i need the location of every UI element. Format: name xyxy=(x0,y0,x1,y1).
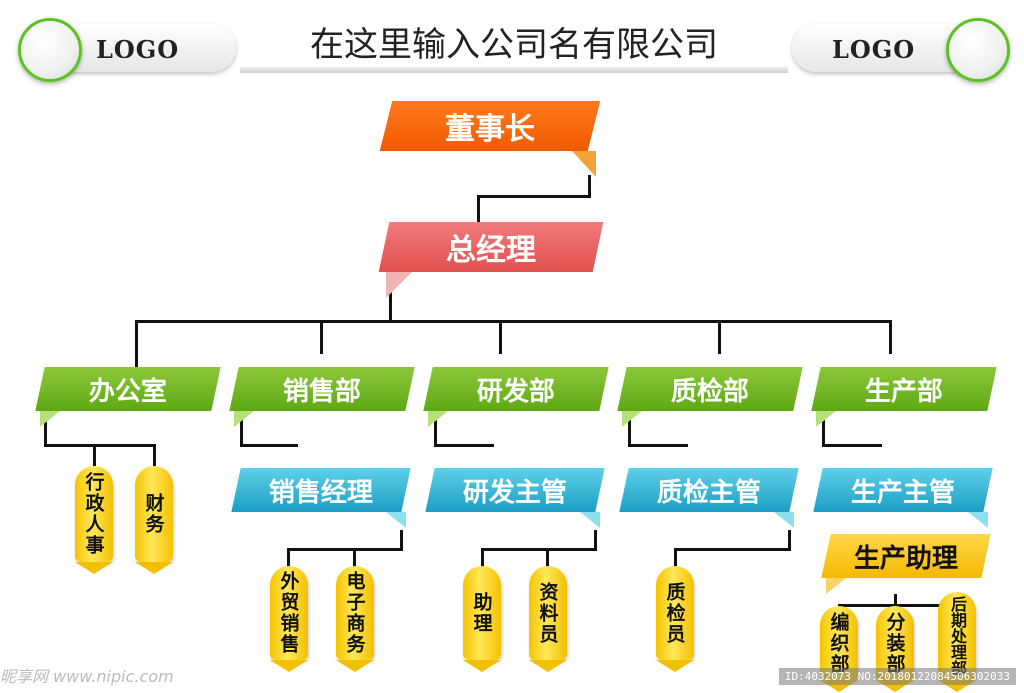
tag-assistant: 助理 xyxy=(463,566,501,672)
dept-sales-fold xyxy=(234,411,254,427)
dept-production: 生产部 xyxy=(811,367,997,411)
manager-sales: 销售经理 xyxy=(231,468,411,512)
dept-sales-label: 销售部 xyxy=(282,376,361,407)
manager-sales-label: 销售经理 xyxy=(268,477,373,508)
watermark-id: ID:4032073 NO:20180122084506302033 xyxy=(778,668,1016,685)
tag-post-processing: 后期处理部 xyxy=(938,592,976,692)
tag-hr: 行政人事 xyxy=(75,466,113,574)
dept-sales: 销售部 xyxy=(229,367,415,411)
logo-left-circle xyxy=(18,18,82,82)
dept-qc-fold xyxy=(622,411,642,427)
manager-rd-label: 研发主管 xyxy=(462,477,567,508)
dept-rd-label: 研发部 xyxy=(476,376,555,407)
dept-rd-fold xyxy=(428,411,448,427)
manager-production: 生产主管 xyxy=(813,468,993,512)
tag-finance: 财务 xyxy=(135,466,173,574)
dept-rd: 研发部 xyxy=(423,367,609,411)
manager-rd-fold xyxy=(580,512,600,528)
dept-office: 办公室 xyxy=(35,367,221,411)
production-assistant-fold xyxy=(826,578,846,594)
gm-fold xyxy=(386,272,412,298)
tag-inspector: 质检员 xyxy=(656,566,694,672)
manager-qc: 质检主管 xyxy=(619,468,799,512)
dept-office-label: 办公室 xyxy=(88,376,167,407)
chairman-label: 董事长 xyxy=(445,112,535,147)
tag-foreign-sales: 外贸销售 xyxy=(270,566,308,672)
manager-rd: 研发主管 xyxy=(425,468,605,512)
manager-qc-fold xyxy=(774,512,794,528)
production-assistant: 生产助理 xyxy=(821,534,991,578)
production-assistant-label: 生产助理 xyxy=(853,543,958,574)
gm-box: 总经理 xyxy=(378,222,604,272)
watermark-site: 昵享网 www.nipic.com xyxy=(0,667,174,686)
chairman-fold xyxy=(572,151,596,177)
dept-production-fold xyxy=(816,411,836,427)
dept-qc-label: 质检部 xyxy=(670,376,749,407)
tag-archivist: 资料员 xyxy=(529,566,567,672)
manager-sales-fold xyxy=(386,512,406,528)
dept-production-label: 生产部 xyxy=(864,376,943,407)
chairman-box: 董事长 xyxy=(379,101,601,151)
tag-weaving: 编织部 xyxy=(820,606,858,692)
dept-office-fold xyxy=(40,411,60,427)
logo-right-text: LOGO xyxy=(832,35,916,64)
tag-ecommerce: 电子商务 xyxy=(336,566,374,672)
title-underline xyxy=(240,67,788,73)
manager-production-fold xyxy=(968,512,988,528)
logo-left-text: LOGO xyxy=(96,35,180,64)
dept-qc: 质检部 xyxy=(617,367,803,411)
company-title: 在这里输入公司名有限公司 xyxy=(310,25,718,65)
manager-qc-label: 质检主管 xyxy=(656,477,761,508)
manager-production-label: 生产主管 xyxy=(850,477,955,508)
gm-label: 总经理 xyxy=(446,233,536,268)
logo-right-circle xyxy=(946,18,1010,82)
